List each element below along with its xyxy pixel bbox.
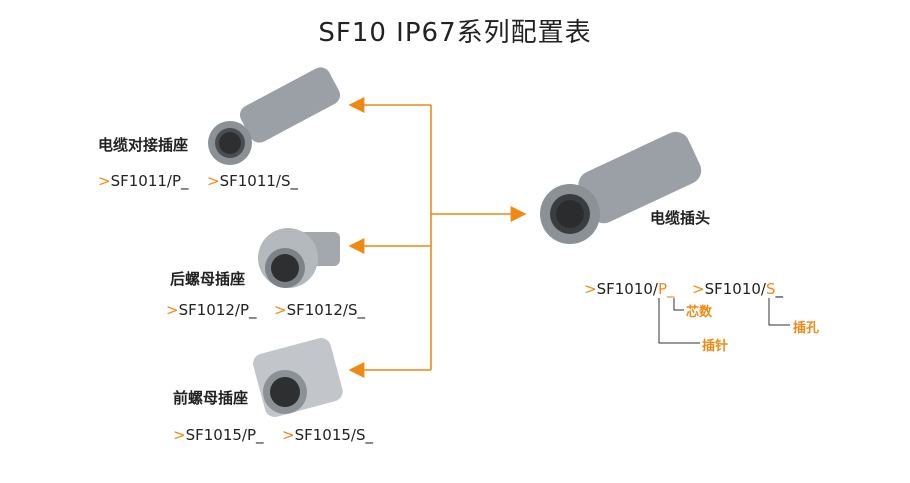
page-title: SF10 IP67系列配置表 [318,18,592,48]
pin-callout-line [658,298,700,344]
cable-plug-image [540,131,702,244]
product-code: >SF1012/S_ [274,301,365,319]
cores-callout-line [673,298,684,311]
pin-note: 插针 [702,339,729,354]
cores-note: 芯数 [686,305,713,320]
plug-name: 电缆插头 [650,209,711,227]
product-name: 后螺母插座 [170,270,246,288]
product-name: 前螺母插座 [173,389,249,407]
hole-note: 插孔 [793,321,820,336]
plug-code-socket: >SF1010/S_ [692,280,783,298]
cable-receptacle-image [208,67,341,165]
product-code: >SF1011/S_ [207,172,298,190]
product-code: >SF1015/P_ [173,426,264,444]
product-code: >SF1011/P_ [98,172,189,190]
product-code: >SF1015/S_ [282,426,373,444]
product-code: >SF1012/P_ [166,301,257,319]
product-name: 电缆对接插座 [98,136,189,154]
rear-nut-receptacle-image [258,228,340,288]
front-nut-receptacle-image [253,338,343,418]
hole-callout-line [768,298,790,326]
plug-code-pin: >SF1010/P_ [584,280,675,298]
